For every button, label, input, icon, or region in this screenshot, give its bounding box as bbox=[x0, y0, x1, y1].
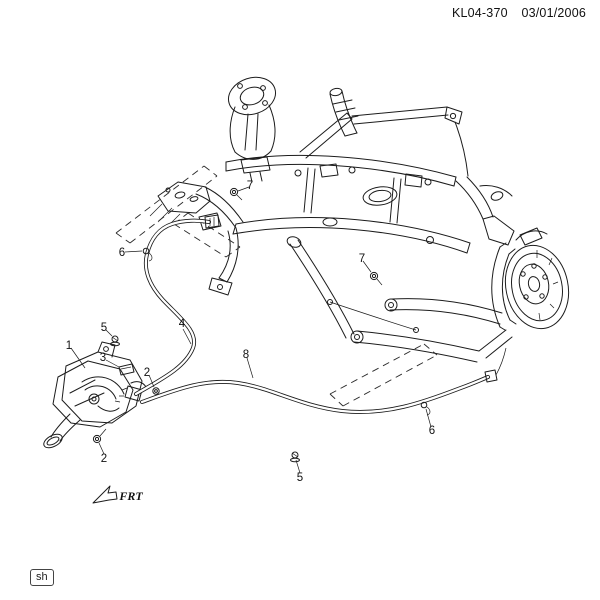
sheet-code-badge: sh bbox=[30, 569, 54, 586]
document-reference: KL04-370 03/01/2006 bbox=[442, 6, 586, 20]
subframe-crossmember bbox=[195, 154, 494, 254]
bolt-item7-middle bbox=[369, 271, 383, 286]
nut-item2-upper bbox=[152, 387, 160, 395]
upper-shock-assembly bbox=[329, 87, 359, 137]
callout-1: 1 bbox=[66, 340, 72, 352]
reference-dashed-lines bbox=[115, 165, 438, 407]
parking-brake-front-cable bbox=[134, 214, 220, 396]
parking-brake-pedal-assembly bbox=[43, 341, 147, 449]
strut-knuckle-assembly bbox=[228, 76, 276, 183]
grommet-item3 bbox=[118, 363, 135, 376]
callout-leaders bbox=[70, 186, 432, 474]
bolt-item7-upper bbox=[229, 187, 243, 201]
callout-2-lower: 2 bbox=[101, 453, 107, 465]
callout-8: 8 bbox=[243, 349, 249, 361]
trailing-arm bbox=[286, 236, 355, 339]
callout-6-right: 6 bbox=[429, 425, 435, 437]
frt-direction-arrow: FRT bbox=[92, 485, 143, 504]
left-frame-leg bbox=[198, 212, 239, 296]
parking-brake-rear-cable bbox=[140, 347, 507, 415]
right-mount-bracket bbox=[479, 185, 515, 246]
fastener-glyphs bbox=[92, 187, 431, 463]
frt-label: FRT bbox=[118, 489, 143, 503]
callout-6-left: 6 bbox=[119, 247, 125, 259]
callout-2-upper: 2 bbox=[144, 367, 150, 379]
callout-3: 3 bbox=[100, 352, 106, 364]
callout-4: 4 bbox=[179, 318, 186, 330]
callout-5-left: 5 bbox=[101, 322, 107, 334]
clip-item6-right bbox=[420, 401, 431, 416]
doc-date: 03/01/2006 bbox=[521, 6, 586, 20]
screw-item5-left bbox=[110, 335, 120, 347]
screw-item5-bottom bbox=[290, 451, 300, 463]
callout-5-bottom: 5 bbox=[297, 472, 303, 484]
doc-number: KL04-370 bbox=[451, 6, 508, 20]
callout-labels: 1 2 2 3 4 5 5 6 6 7 7 8 bbox=[66, 180, 435, 484]
left-mount-bracket bbox=[149, 181, 211, 229]
upper-brace bbox=[299, 106, 469, 177]
callout-7-upper: 7 bbox=[247, 180, 253, 192]
callout-7-middle: 7 bbox=[359, 253, 365, 265]
bolt-item2-lower bbox=[92, 428, 107, 444]
control-arms bbox=[327, 298, 513, 363]
brake-rotor-assembly bbox=[491, 227, 570, 331]
sheet-code: sh bbox=[36, 571, 48, 583]
clip-item6-left bbox=[142, 247, 153, 262]
